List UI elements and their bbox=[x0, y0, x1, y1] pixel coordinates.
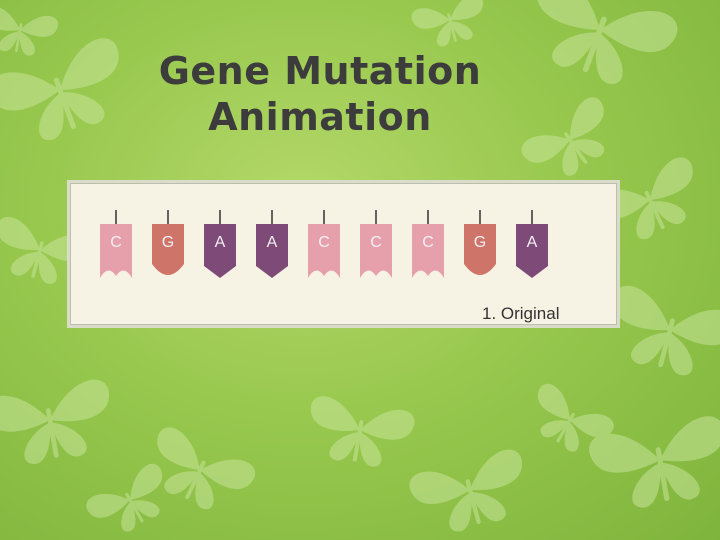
base-tag-shape bbox=[204, 224, 236, 278]
base-tag-shape bbox=[256, 224, 288, 278]
butterfly-icon bbox=[0, 4, 60, 60]
butterfly-icon bbox=[409, 0, 492, 53]
base-tag-shape bbox=[516, 224, 548, 278]
dna-diagram: C G A A C C C G A 1. Original bbox=[67, 180, 620, 328]
butterfly-icon bbox=[0, 33, 140, 155]
nucleotide-base: C bbox=[360, 210, 392, 278]
butterfly-icon bbox=[82, 460, 180, 540]
base-letter: C bbox=[318, 234, 330, 251]
slide-title-line-2: Animation bbox=[208, 95, 432, 139]
base-letter: G bbox=[162, 234, 174, 251]
base-tag-shape bbox=[464, 224, 496, 275]
base-tag-shape bbox=[152, 224, 184, 275]
base-letter: A bbox=[267, 234, 278, 251]
base-tag-shape bbox=[100, 224, 132, 278]
butterfly-icon bbox=[406, 446, 536, 540]
nucleotide-base: A bbox=[516, 210, 548, 278]
diagram-caption: 1. Original bbox=[482, 304, 560, 323]
nucleotide-base: G bbox=[464, 210, 496, 275]
base-tag-shape bbox=[412, 224, 444, 278]
nucleotide-base: A bbox=[204, 210, 236, 278]
base-letter: A bbox=[527, 234, 538, 251]
slide-title: Gene Mutation Animation bbox=[120, 48, 520, 140]
nucleotide-base: C bbox=[412, 210, 444, 278]
butterfly-icon bbox=[302, 394, 417, 473]
base-letter: C bbox=[422, 234, 434, 251]
nucleotide-base: C bbox=[308, 210, 340, 278]
base-letter: A bbox=[215, 234, 226, 251]
butterfly-icon bbox=[514, 0, 682, 100]
butterfly-icon bbox=[0, 377, 120, 472]
butterfly-icon bbox=[517, 92, 627, 193]
base-tag-shape bbox=[308, 224, 340, 278]
slide-title-line-1: Gene Mutation bbox=[158, 49, 482, 93]
base-letter: C bbox=[370, 234, 382, 251]
nucleotide-base: G bbox=[152, 210, 184, 275]
nucleotide-base: A bbox=[256, 210, 288, 278]
base-letter: G bbox=[474, 234, 486, 251]
base-letter: C bbox=[110, 234, 122, 251]
nucleotide-base: C bbox=[100, 210, 132, 278]
base-tag-shape bbox=[360, 224, 392, 278]
